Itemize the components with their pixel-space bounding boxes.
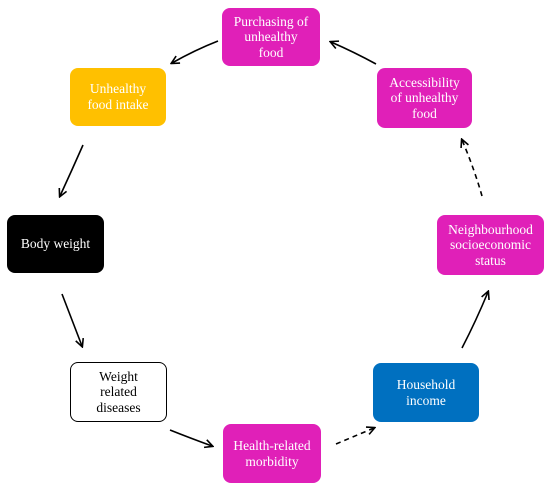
node-weight-diseases: Weight related diseases	[70, 362, 167, 422]
node-household-income-label: Household income	[396, 376, 456, 408]
arrow-intake-to-body-weight	[60, 144, 84, 196]
node-health-morbidity-label: Health-related morbidity	[233, 437, 311, 469]
node-neighbourhood: Neighbourhood socioeconomic status	[437, 215, 544, 275]
arrow-neighbourhood-to-accessibility	[462, 140, 483, 197]
node-purchasing: Purchasing of unhealthy food	[222, 8, 320, 66]
arrow-body-weight-to-diseases	[61, 293, 82, 346]
arrow-purchasing-to-intake	[172, 40, 219, 63]
arrow-diseases-to-morbidity	[169, 429, 212, 446]
node-accessibility-label: Accessibility of unhealthy food	[389, 74, 460, 121]
node-accessibility: Accessibility of unhealthy food	[377, 68, 472, 128]
node-household-income: Household income	[373, 363, 479, 422]
node-unhealthy-intake-label: Unhealthy food intake	[87, 81, 149, 112]
node-health-morbidity: Health-related morbidity	[223, 424, 321, 483]
node-purchasing-label: Purchasing of unhealthy food	[233, 13, 309, 60]
node-weight-diseases-label: Weight related diseases	[96, 368, 141, 415]
arrow-income-to-neighbourhood	[461, 292, 488, 349]
node-body-weight-label: Body weight	[20, 236, 91, 252]
node-unhealthy-intake: Unhealthy food intake	[70, 68, 166, 126]
node-body-weight: Body weight	[7, 215, 104, 273]
node-neighbourhood-label: Neighbourhood socioeconomic status	[448, 221, 533, 268]
arrow-morbidity-to-income	[335, 428, 374, 445]
arrow-accessibility-to-purchasing	[331, 42, 377, 65]
